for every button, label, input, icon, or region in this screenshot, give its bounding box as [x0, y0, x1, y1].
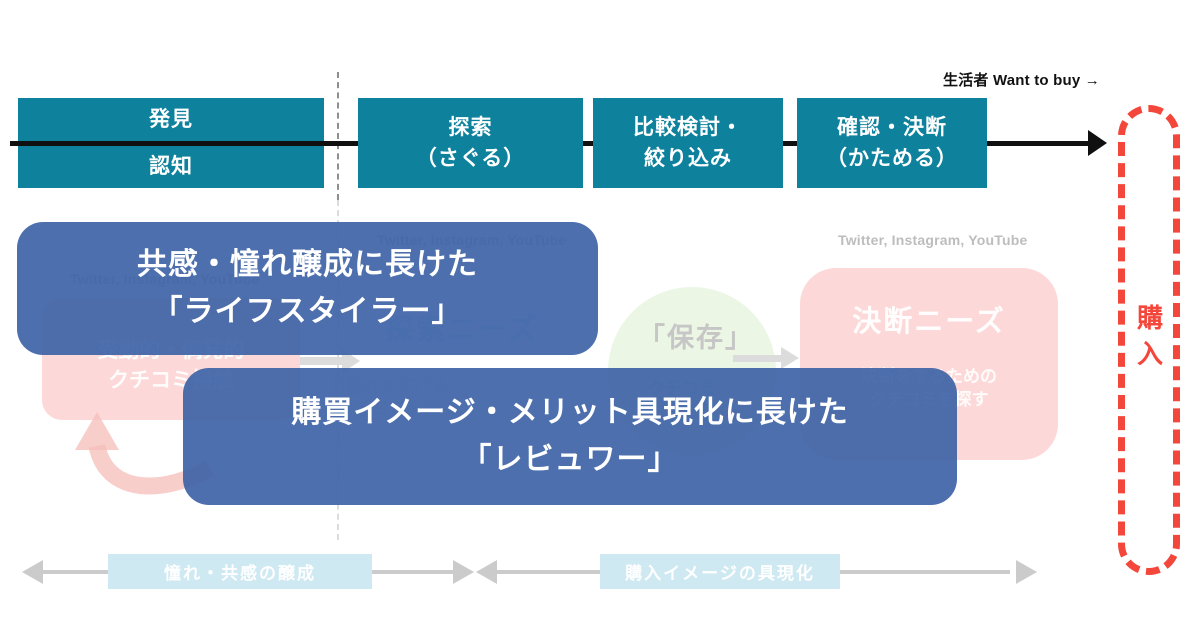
stage4-line2: （かためる）	[826, 147, 958, 170]
overlay-lifestyler: 共感・憧れ醸成に長けた 「ライフスタイラー」	[17, 222, 598, 355]
overlay-lifestyler-line1: 共感・憧れ醸成に長けた	[137, 248, 478, 281]
stage1-to-stage2-arrow	[300, 357, 342, 365]
phase1-left-arrowhead-icon	[22, 560, 43, 584]
phase1-right-arrowhead-icon	[453, 560, 474, 584]
phase1-label: 憧れ・共感の醸成	[108, 554, 372, 589]
stage4-line1: 確認・決断	[837, 115, 947, 139]
purchase-label: 購入	[1133, 304, 1164, 376]
stage-box-compare: 比較検討・ 絞り込み	[593, 98, 783, 188]
stage2-line1: 探索	[448, 115, 493, 139]
stage-box-search: 探索 （さぐる）	[358, 98, 583, 188]
overlay-lifestyler-line2: 「ライフスタイラー」	[152, 294, 463, 328]
stage3-to-stage4-arrowhead-icon	[781, 347, 799, 369]
phase2-label: 購入イメージの具現化	[600, 554, 840, 589]
stage1-bottom-label: 認知	[149, 154, 193, 178]
phase2-right-arrowhead-icon	[1016, 560, 1037, 584]
ghost-stage3-title: 「保存」	[638, 323, 754, 353]
column-divider-dashed	[337, 72, 339, 200]
overlay-reviewer-line2: 「レビュワー」	[461, 442, 679, 476]
timeline-arrowhead-icon	[1088, 130, 1107, 156]
stage3-line1: 比較検討・	[633, 115, 743, 139]
overlay-reviewer-line1: 購買イメージ・メリット具現化に長けた	[291, 396, 849, 429]
stage1-top-label: 発見	[149, 108, 193, 131]
purchase-capsule: 購入	[1118, 105, 1180, 575]
stage1-to-stage2-arrowhead-icon	[342, 349, 360, 373]
sns-label-stage4: Twitter, Instagram, YouTube	[838, 232, 1028, 248]
phase2-left-arrowhead-icon	[476, 560, 497, 584]
ghost-stage4-title: 決断ニーズ	[852, 306, 1006, 338]
stage-box-decide: 確認・決断 （かためる）	[797, 98, 987, 188]
stage3-to-stage4-arrow	[733, 355, 781, 362]
overlay-reviewer: 購買イメージ・メリット具現化に長けた 「レビュワー」	[183, 368, 957, 505]
stage2-line2: （さぐる）	[415, 147, 526, 170]
want-to-buy-label: 生活者 Want to buy →	[943, 72, 1100, 89]
stage3-line2: 絞り込み	[644, 147, 732, 170]
